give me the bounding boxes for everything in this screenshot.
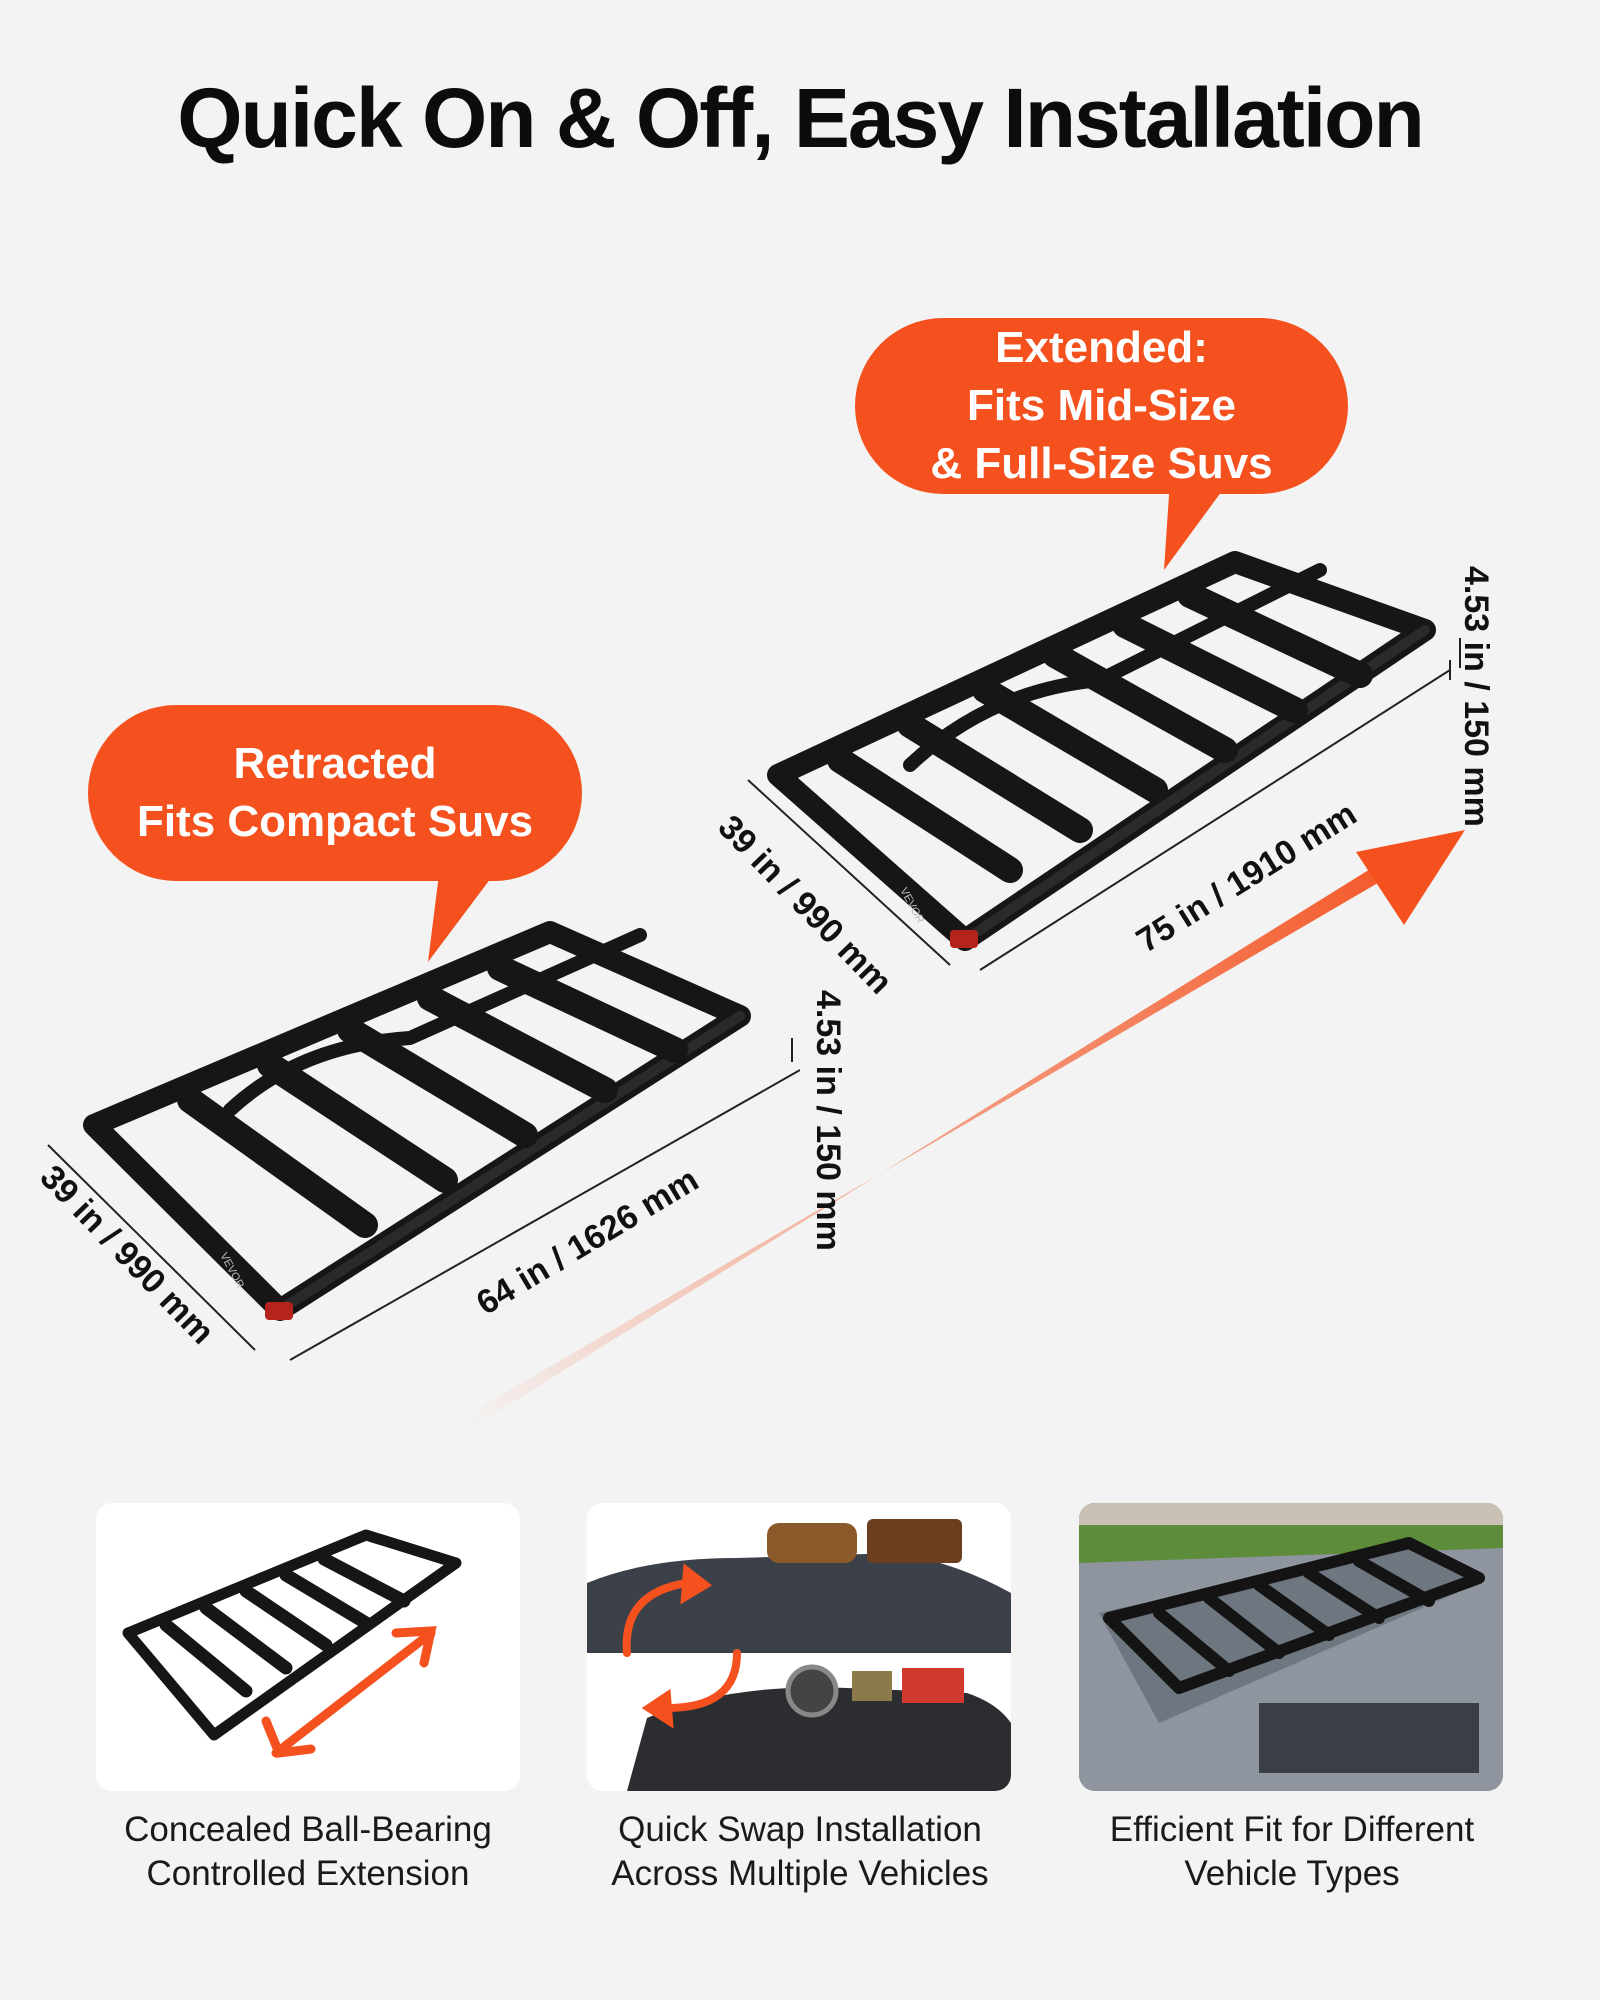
extended-callout-line-2: Fits Mid-Size: [967, 381, 1236, 430]
retracted-height-label: 4.53 in / 150 mm: [808, 990, 848, 1251]
retracted-callout: Retracted Fits Compact Suvs: [88, 705, 582, 881]
retracted-height-line-1: 4.53 in: [809, 990, 847, 1096]
retracted-callout-line-2: Fits Compact Suvs: [136, 797, 534, 846]
extended-rack-illustration: VEVOR: [767, 551, 1436, 951]
extended-callout-line-3: & Full-Size Suvs: [930, 439, 1273, 488]
retracted-dimension-lines: [47, 1038, 800, 1361]
feature-caption-extension-line-1: Concealed Ball-Bearing: [124, 1810, 492, 1849]
retracted-callout-line-1: Retracted: [233, 739, 437, 788]
retracted-height-line-2: / 150 mm: [809, 1105, 847, 1251]
extension-rack-image: [122, 1529, 462, 1758]
feature-caption-quick-swap-line-2: Across Multiple Vehicles: [611, 1854, 989, 1893]
vehicle-fit-image: [1079, 1503, 1503, 1791]
extended-height-label: 4.53 in / 150 mm: [1456, 566, 1496, 827]
retracted-rack-illustration: VEVOR: [83, 921, 751, 1321]
extended-callout-tail: [1164, 480, 1230, 570]
extended-height-line-1: 4.53 in: [1457, 566, 1495, 672]
feature-caption-vehicle-fit: Efficient Fit for Different Vehicle Type…: [1062, 1808, 1522, 1896]
feature-caption-vehicle-fit-line-2: Vehicle Types: [1184, 1854, 1400, 1893]
extended-dimension-lines: [747, 638, 1461, 971]
page-headline: Quick On & Off, Easy Installation: [177, 71, 1425, 165]
extended-callout: Extended: Fits Mid-Size & Full-Size Suvs: [855, 318, 1348, 494]
feature-caption-vehicle-fit-line-1: Efficient Fit for Different: [1109, 1810, 1475, 1849]
feature-card-vehicle-fit: [1079, 1503, 1503, 1791]
feature-caption-quick-swap: Quick Swap Installation Across Multiple …: [570, 1808, 1030, 1896]
feature-card-extension: [96, 1503, 520, 1791]
feature-caption-extension: Concealed Ball-Bearing Controlled Extens…: [78, 1808, 538, 1896]
feature-card-quick-swap: [587, 1503, 1011, 1791]
quick-swap-vehicles-image: [587, 1503, 1011, 1791]
retracted-callout-tail: [428, 866, 500, 962]
feature-caption-quick-swap-line-1: Quick Swap Installation: [618, 1810, 982, 1849]
feature-caption-extension-line-2: Controlled Extension: [146, 1854, 470, 1893]
extended-height-line-2: / 150 mm: [1457, 681, 1495, 827]
extended-callout-line-1: Extended:: [995, 323, 1208, 372]
